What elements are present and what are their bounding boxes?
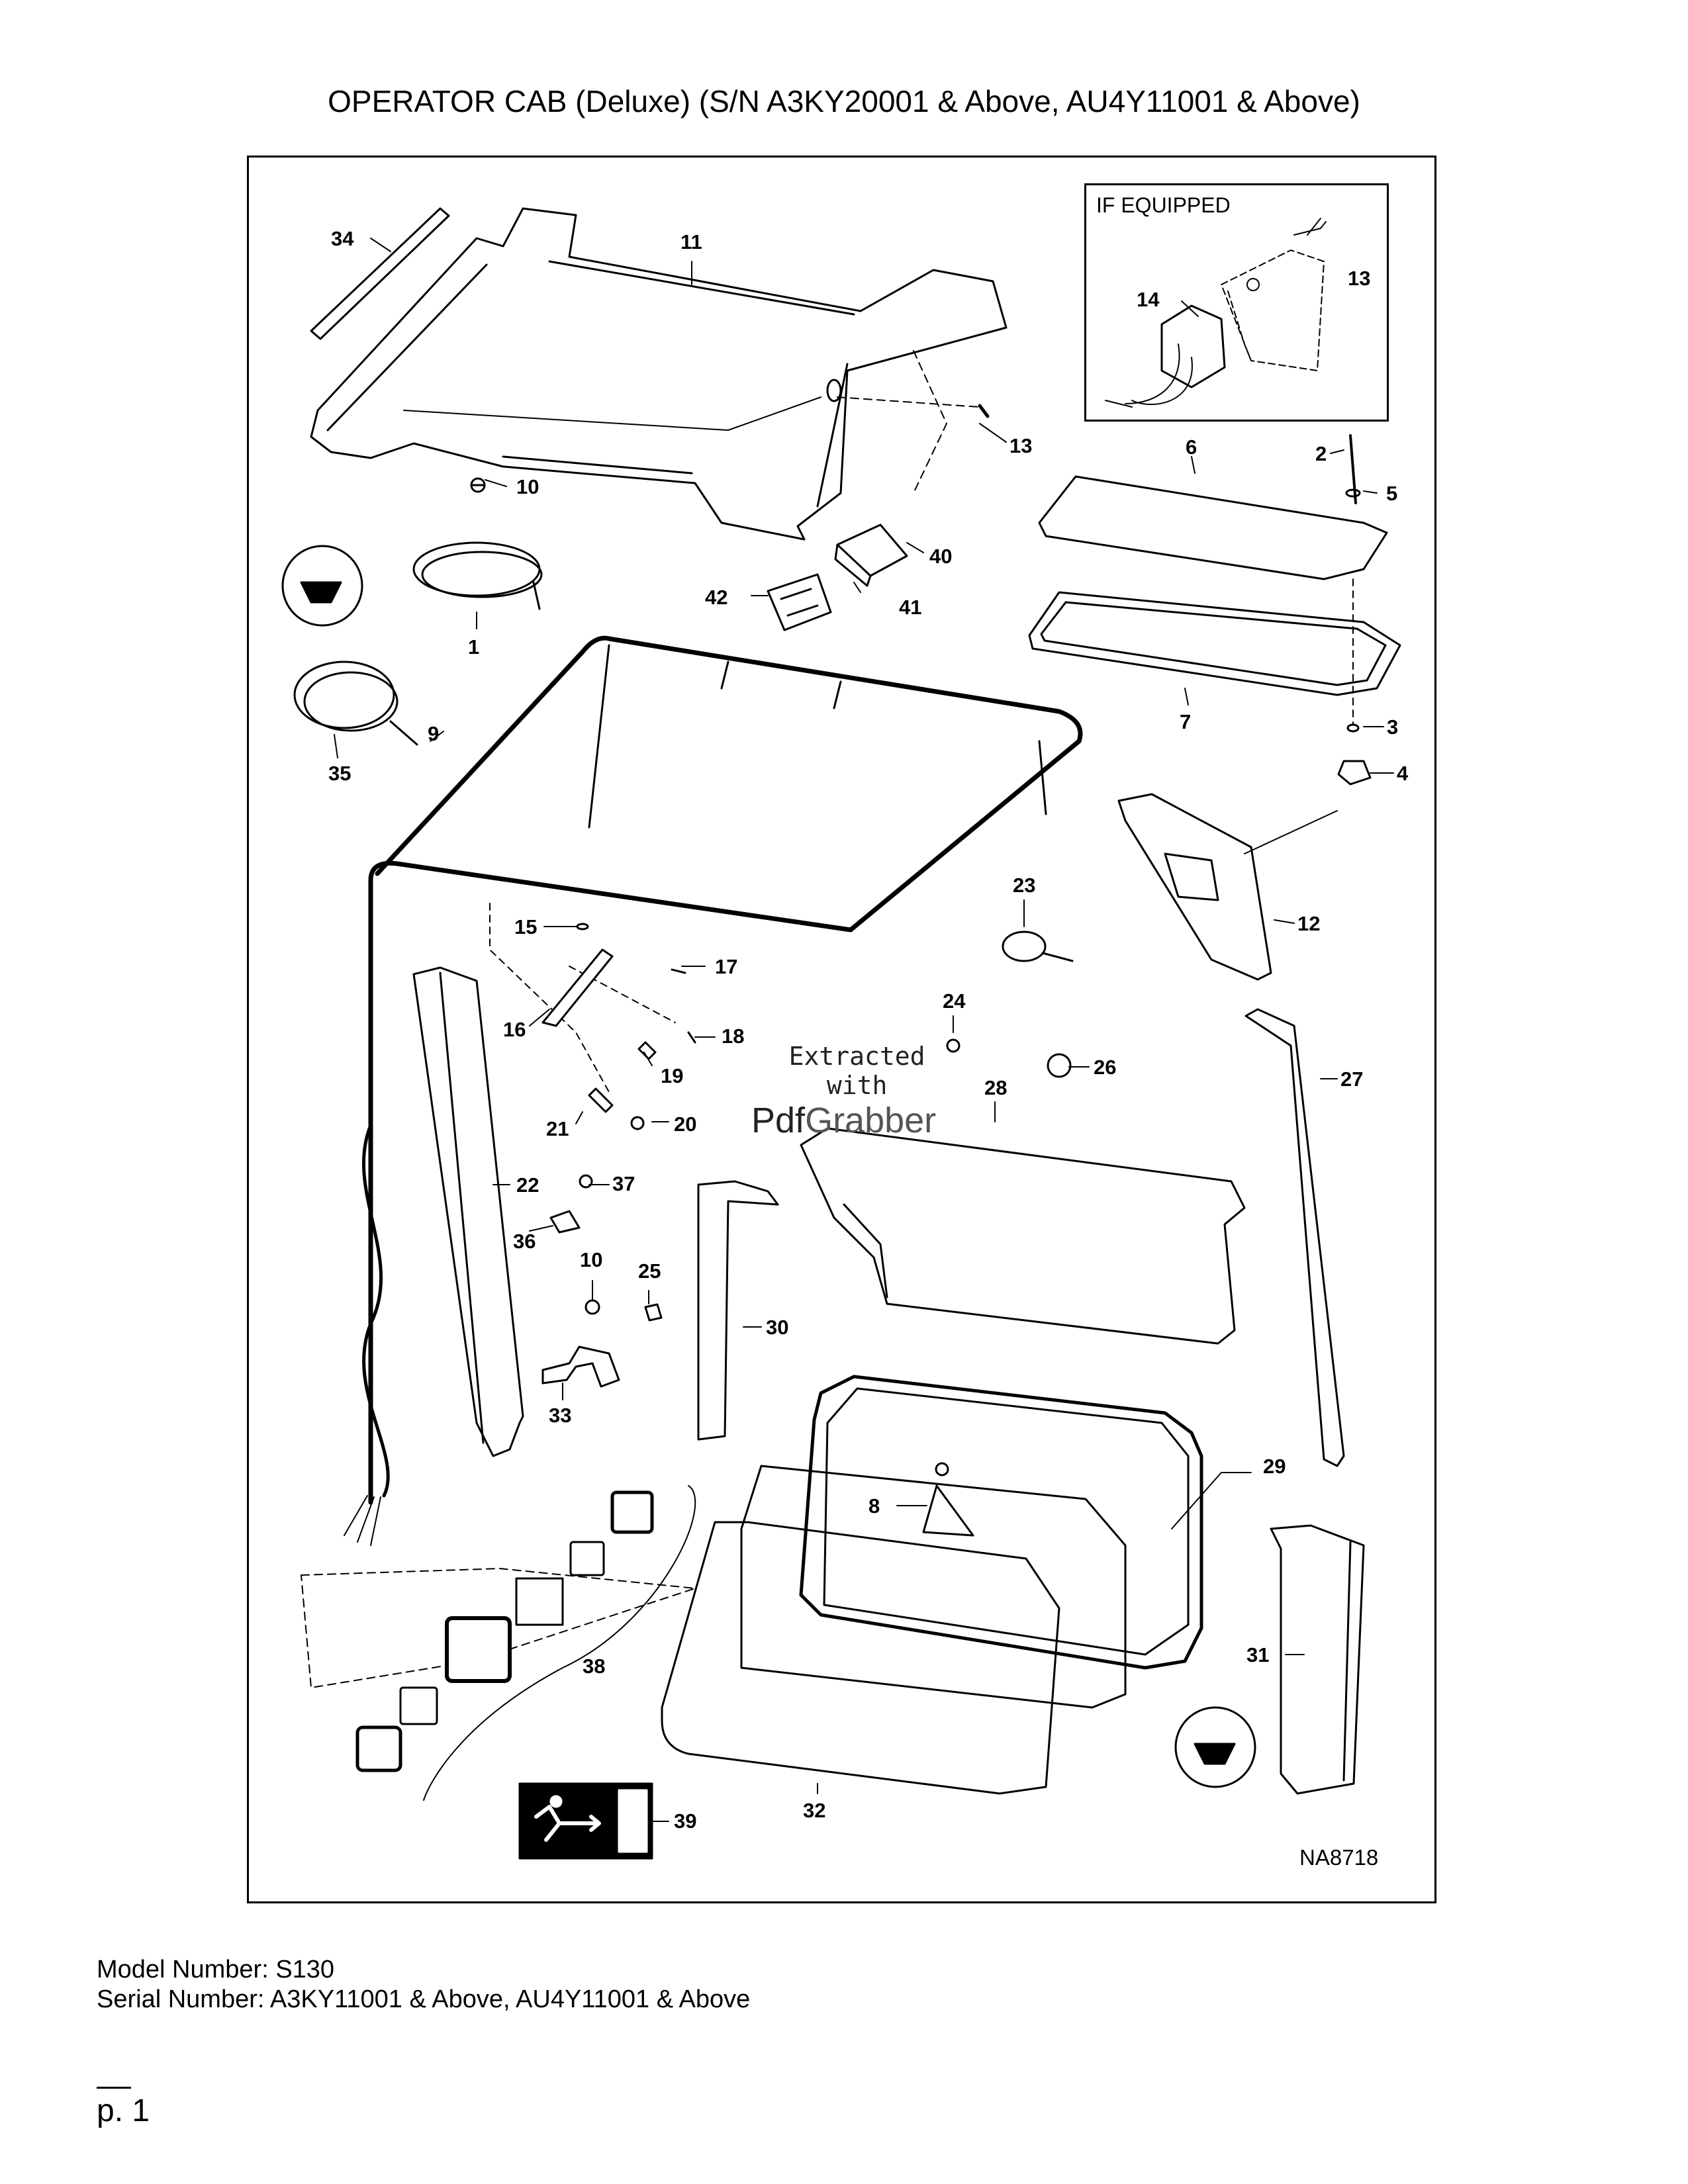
callout-20: 20 [674, 1113, 697, 1136]
callout-21: 21 [546, 1117, 569, 1140]
callout-38: 38 [583, 1655, 606, 1678]
exit-sign-39 [518, 1782, 653, 1860]
callout-3: 3 [1387, 715, 1399, 739]
callout-10: 10 [516, 475, 539, 498]
if-equipped-inset [1084, 183, 1389, 422]
page-rule [97, 2087, 131, 2089]
callout-7: 7 [1180, 710, 1192, 733]
nut-3-4 [1337, 578, 1372, 786]
callout-26: 26 [1094, 1056, 1117, 1079]
callout-33: 33 [549, 1404, 572, 1427]
callout-13: 13 [1009, 434, 1033, 457]
callout-11: 11 [680, 230, 702, 253]
cable-tie-23 [1002, 931, 1074, 962]
page-number: p. 1 [97, 2093, 150, 2128]
pillar-27 [1244, 1008, 1345, 1467]
fittings-15-21 [541, 923, 696, 1130]
switch-module-40-41-42 [767, 523, 908, 631]
callout-19: 19 [661, 1064, 684, 1087]
diagram-frame [247, 156, 1436, 1903]
watermark-brand-a: Pdf [751, 1101, 806, 1141]
seal-7 [1028, 591, 1401, 696]
lamp-assembly-38 [301, 1485, 696, 1801]
harness-9 [344, 635, 1083, 1546]
harness-leader [489, 903, 676, 1093]
callout-41: 41 [899, 596, 922, 619]
callout-5: 5 [1386, 482, 1398, 505]
callout-34: 34 [331, 227, 354, 250]
callout-leaders [334, 218, 1394, 1822]
inset-label: IF EQUIPPED [1096, 193, 1231, 217]
callout-18: 18 [722, 1024, 745, 1048]
glass-32 [661, 1521, 1060, 1795]
lube-icon-bottom [1174, 1706, 1256, 1788]
pillar-30 [697, 1180, 779, 1441]
callout-36: 36 [513, 1230, 536, 1253]
callout-29: 29 [1263, 1455, 1286, 1478]
callout-8: 8 [868, 1494, 880, 1518]
display-panel-12 [1117, 793, 1338, 981]
callout-35: 35 [328, 762, 352, 785]
callout-16: 16 [503, 1018, 526, 1041]
small-parts-10-25-33-36-37 [541, 1174, 663, 1388]
callout-30: 30 [766, 1316, 789, 1339]
callout-37: 37 [612, 1172, 635, 1195]
callout-39: 39 [674, 1809, 697, 1833]
callout-31: 31 [1246, 1643, 1270, 1666]
plug-24-26 [946, 1038, 1072, 1078]
callout-14: 14 [1137, 288, 1160, 311]
callout-22: 22 [516, 1173, 539, 1197]
wire-coil-1 [412, 541, 543, 610]
watermark-line-2: with [826, 1070, 888, 1100]
callout-24: 24 [943, 989, 966, 1013]
trim-panel-28 [800, 1127, 1246, 1345]
callout-6: 6 [1186, 435, 1197, 459]
callout-13-inset: 13 [1348, 267, 1371, 290]
callout-23: 23 [1013, 874, 1036, 897]
callout-10b: 10 [580, 1248, 603, 1271]
pillar-31 [1270, 1524, 1365, 1795]
panel-6 [1038, 434, 1388, 580]
callout-25: 25 [638, 1259, 661, 1283]
inset-parts [1105, 221, 1327, 408]
serial-number: Serial Number: A3KY11001 & Above, AU4Y11… [97, 1985, 751, 2013]
callout-40: 40 [929, 545, 953, 568]
model-number: Model Number: S130 [97, 1956, 335, 1983]
callout-12: 12 [1297, 912, 1321, 935]
figure-id: NA8718 [1299, 1845, 1379, 1870]
page-title: OPERATOR CAB (Deluxe) (S/N A3KY20001 & A… [328, 84, 1360, 118]
callout-2: 2 [1315, 442, 1327, 465]
callout-9: 9 [428, 722, 440, 745]
wire-coil-35 [293, 660, 418, 746]
window-29 [740, 1375, 1203, 1709]
callout-15: 15 [514, 915, 538, 938]
rod-34 [310, 207, 450, 340]
watermark-brand-b: Grabber [805, 1101, 937, 1141]
watermark-line-1: Extracted [788, 1042, 925, 1071]
headliner-11 [310, 207, 1008, 541]
lube-icon-top [281, 545, 363, 627]
screw-13 [837, 350, 990, 494]
callout-1: 1 [468, 635, 480, 659]
push-nut-10 [470, 477, 486, 493]
watermark-brand: PdfGrabber [751, 1100, 936, 1141]
callout-42: 42 [705, 586, 728, 609]
callout-28: 28 [984, 1076, 1008, 1099]
callout-27: 27 [1340, 1068, 1364, 1091]
callout-4: 4 [1397, 762, 1409, 785]
watermark: Extracted with PdfGrabber [751, 1042, 936, 1141]
callout-17: 17 [715, 955, 738, 978]
callout-32: 32 [803, 1799, 826, 1822]
pillar-22 [412, 966, 524, 1457]
